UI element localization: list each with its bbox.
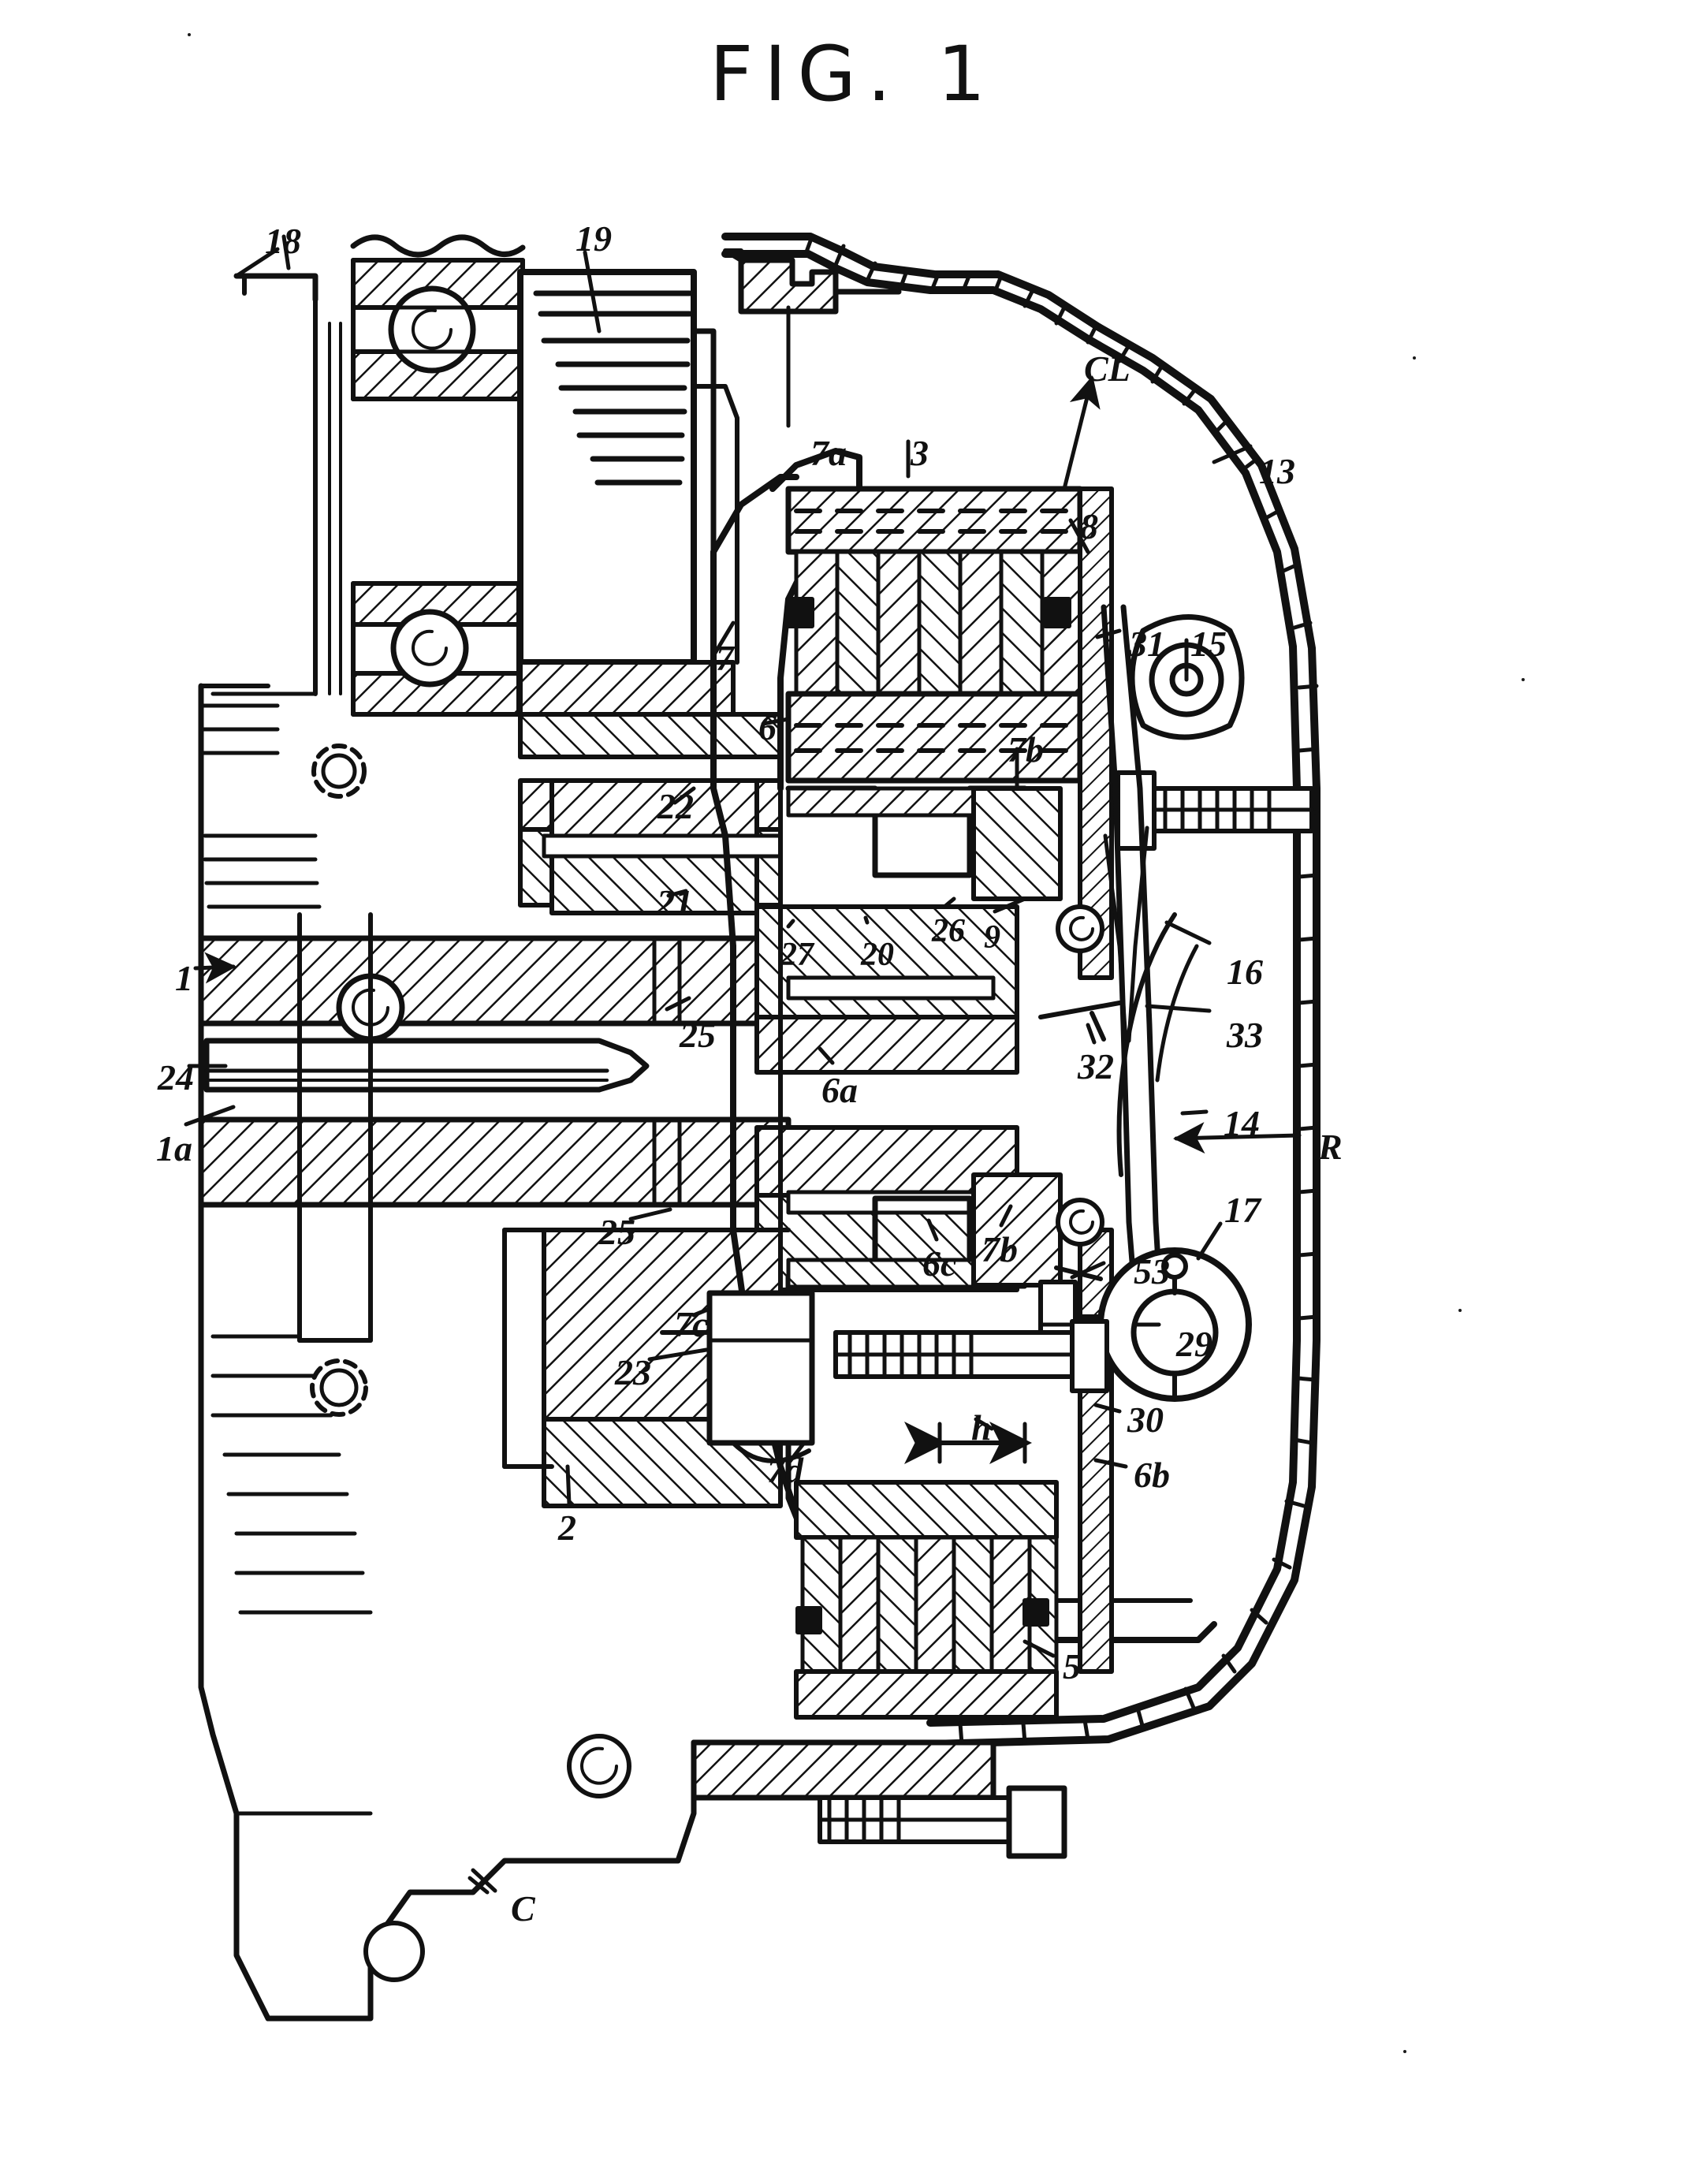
adjusting-screw-lower [833,1319,1109,1393]
ref-numeral-7b-upper: 7b [1008,729,1044,770]
drum-boss-blocks [971,786,1063,1288]
ref-numeral-33: 33 [1227,1015,1263,1055]
ref-numeral-25-upper: 25 [680,1015,716,1055]
ref-numeral-24: 24 [158,1057,194,1098]
ref-numeral-21: 21 [657,882,693,922]
ref-numeral-C: C [511,1888,535,1929]
ref-numeral-6b: 6b [1134,1455,1170,1495]
dimension-h-arrow [904,1417,1032,1464]
ref-numeral-17: 17 [1224,1190,1261,1230]
ref-numeral-h: h [971,1407,992,1448]
ref-numeral-18: 18 [265,221,301,261]
ref-numeral-7b-lower: 7b [982,1229,1018,1269]
ref-numeral-15: 15 [1190,624,1227,664]
ref-numeral-13: 13 [1259,451,1295,491]
ref-numeral-20: 20 [861,937,894,973]
outer-cover-13 [721,233,1320,1748]
ref-numeral-14: 14 [1224,1103,1260,1143]
figure-title: FIG. 1 [709,30,997,118]
ref-numeral-22: 22 [657,786,694,826]
ref-numeral-2: 2 [558,1508,576,1548]
case-fin-lines [201,691,373,1615]
ref-numeral-1a: 1a [156,1128,192,1168]
ref-numeral-27: 27 [780,937,814,973]
clutch-pack-lower-5 [794,1480,1059,1720]
drum-outer-wall-right [1078,486,1114,1674]
scan-speck [1403,2050,1406,2053]
input-bearing-lower [351,581,521,717]
ref-numeral-31: 31 [1129,624,1165,664]
release-lever-assembly [1038,604,1199,1304]
ref-numeral-16: 16 [1227,952,1263,992]
drive-pulley-19 [517,269,739,665]
ref-numeral-30: 30 [1127,1399,1164,1440]
ref-numeral-6: 6 [758,707,777,747]
ref-numeral-8: 8 [1080,506,1098,546]
scan-speck [1458,1309,1462,1312]
scan-speck [1522,678,1525,681]
gearbox-case-body [198,683,697,2022]
ref-numeral-32: 32 [1078,1046,1114,1086]
carrier-and-ring-gear [542,778,783,1508]
ref-numeral-3: 3 [911,433,929,473]
bottom-mount-plate [691,1739,1067,1859]
lower-carrier-parts [652,1228,815,1463]
case-foot [310,744,631,1982]
ref-numeral-9: 9 [984,919,1000,956]
ref-numeral-7a: 7a [810,433,847,473]
ref-numeral-7d: 7d [767,1450,803,1490]
ref-numeral-6a: 6a [821,1070,858,1110]
scan-speck [188,33,191,36]
ref-numeral-5: 5 [1063,1646,1081,1686]
ref-numeral-R: R [1318,1127,1343,1167]
clutch-pack-upper-8 [785,486,1083,784]
ref-numeral-1: 1 [175,958,193,998]
scan-speck [1413,356,1416,360]
main-shaft-1 [198,935,792,1208]
ref-numeral-CL: CL [1084,348,1131,389]
misc-bearings [1056,904,1104,1247]
case-interior-lines [297,912,554,1469]
ref-numeral-7: 7 [716,638,734,678]
ref-numeral-53: 53 [1134,1251,1170,1291]
ref-numeral-29: 29 [1176,1324,1212,1364]
ref-numeral-7c: 7c [674,1304,709,1344]
ref-numeral-6c: 6c [922,1243,957,1284]
ref-numeral-23: 23 [615,1352,651,1392]
leader-lines [184,234,1302,1895]
ref-numeral-26: 26 [932,913,965,949]
ref-numeral-25-lower: 25 [599,1212,635,1252]
ref-numeral-19: 19 [575,218,612,259]
